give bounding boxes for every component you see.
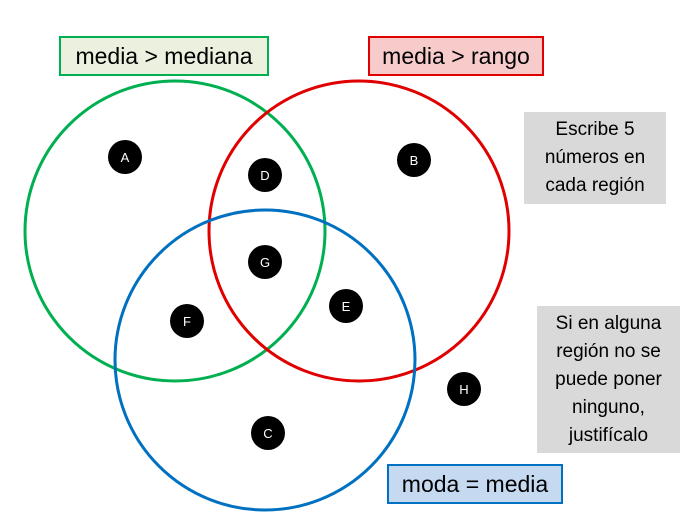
- note-line: Escribe 5: [555, 119, 635, 140]
- circle-media-mayor-rango: [207, 79, 511, 383]
- svg-text:F: F: [183, 314, 191, 329]
- region-marker-f: F: [170, 304, 204, 338]
- svg-text:G: G: [260, 255, 270, 270]
- instruction-note: Escribe 5 números en cada región: [524, 112, 666, 204]
- region-marker-g: G: [248, 245, 282, 279]
- circle-moda-igual-media: [113, 208, 417, 512]
- justification-note: Si en alguna región no se puede poner ni…: [537, 306, 680, 453]
- circle-media-mayor-mediana: [23, 79, 327, 383]
- set-label-media-mayor-mediana: media > mediana: [59, 36, 269, 76]
- set-label-media-mayor-rango: media > rango: [368, 36, 544, 76]
- svg-text:H: H: [459, 382, 468, 397]
- svg-text:D: D: [260, 168, 269, 183]
- note-line: ninguno,: [572, 396, 645, 418]
- set-label-moda-igual-media: moda = media: [387, 464, 563, 504]
- note-line: región no se: [556, 340, 661, 362]
- note-line: cada región: [545, 175, 645, 196]
- region-marker-a: A: [108, 140, 142, 174]
- region-marker-e: E: [329, 289, 363, 323]
- svg-text:A: A: [121, 150, 130, 165]
- region-marker-d: D: [248, 158, 282, 192]
- note-line: justifícalo: [568, 424, 649, 446]
- svg-text:E: E: [342, 299, 351, 314]
- region-marker-c: C: [251, 416, 285, 450]
- svg-text:B: B: [410, 153, 419, 168]
- note-line: números en: [544, 147, 646, 168]
- region-marker-h: H: [447, 372, 481, 406]
- note-line: Si en alguna: [555, 312, 662, 334]
- region-marker-b: B: [397, 143, 431, 177]
- note-line: puede poner: [555, 368, 662, 390]
- svg-text:C: C: [263, 426, 272, 441]
